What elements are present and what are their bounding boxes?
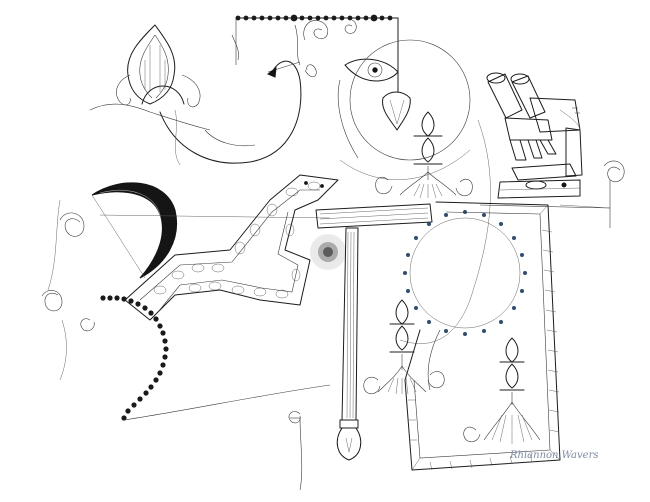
beaded-arc	[100, 295, 331, 421]
background-circle	[339, 39, 491, 344]
tassel-ornaments	[377, 111, 541, 444]
artist-signature: Rhiannon Wavers	[509, 450, 599, 461]
lace-frame	[404, 180, 611, 471]
spiral-curls	[41, 19, 625, 424]
microscope	[486, 72, 583, 199]
stipple-spot	[310, 234, 346, 270]
flame-pendant	[337, 58, 411, 159]
swirl-ribbon	[159, 60, 317, 164]
lightbulb	[290, 417, 362, 491]
lace-ribbon	[124, 174, 339, 321]
crescent-moon	[91, 182, 331, 279]
connector-lines	[47, 109, 611, 381]
beaded-rod	[235, 14, 399, 93]
circle-of-dots	[403, 210, 527, 336]
onion-flame-icon	[89, 24, 211, 131]
